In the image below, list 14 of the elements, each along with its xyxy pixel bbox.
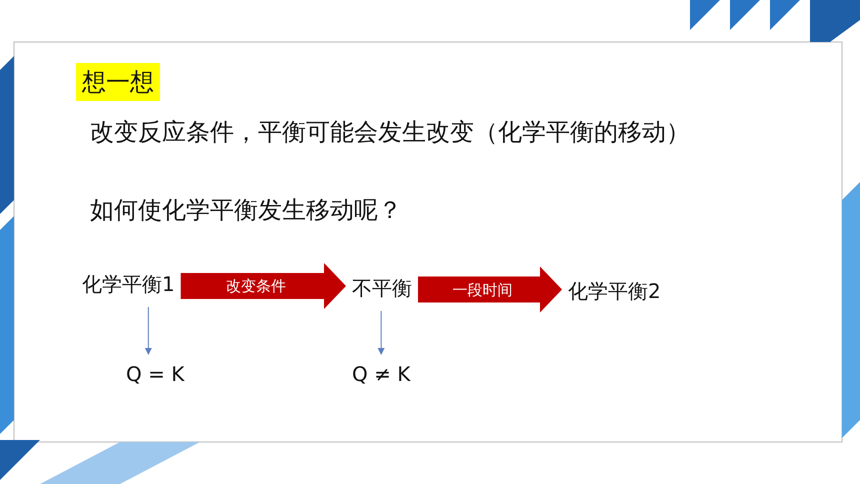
state-text: Q ≠ K: [352, 361, 410, 387]
edge-label: 改变条件: [226, 277, 286, 295]
arrow: [144, 306, 152, 355]
block-arrow: [180, 263, 346, 309]
arrow: [378, 310, 385, 355]
state-text: 化学平衡2: [568, 278, 661, 304]
text-line: 改变反应条件，平衡可能会发生改变（化学平衡的移动）: [90, 117, 690, 148]
state-text: Q = K: [126, 361, 184, 387]
text-line: 如何使化学平衡发生移动呢？: [90, 195, 402, 226]
block-arrow: [418, 266, 562, 312]
state-text: 化学平衡1: [82, 271, 175, 297]
edge-label: 一段时间: [452, 280, 513, 298]
heading: 想一想: [76, 63, 160, 101]
state-text: 不平衡: [352, 275, 412, 301]
